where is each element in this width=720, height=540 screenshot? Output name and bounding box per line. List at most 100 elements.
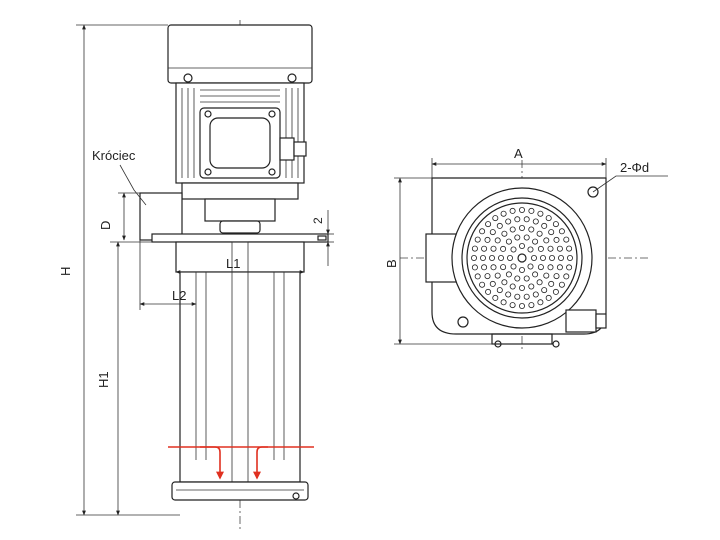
pump-column-top	[175, 241, 305, 273]
grille-hole	[501, 230, 508, 237]
grille-hole	[528, 207, 535, 214]
grille-hole	[505, 238, 512, 245]
grille-hole	[552, 288, 559, 295]
grille-hole	[519, 206, 526, 213]
grille-hole	[488, 254, 495, 261]
grille-hole	[541, 287, 548, 294]
grille-hole	[549, 254, 556, 261]
grille-hole	[563, 273, 570, 280]
mount-hole-icon	[457, 316, 469, 328]
grille-hole	[541, 222, 548, 229]
grille-hole	[536, 279, 543, 286]
grille-hole	[501, 279, 508, 286]
grille-hole	[494, 272, 501, 279]
grille-hole	[566, 245, 573, 252]
bolt-icon	[287, 73, 297, 83]
shaft-center-icon	[517, 253, 527, 263]
grille-hole	[531, 254, 538, 261]
mounting-plate	[151, 233, 329, 243]
grille-hole	[523, 234, 530, 241]
grille-hole	[528, 226, 535, 233]
grille-hole	[519, 242, 526, 249]
grille-hole	[547, 245, 554, 252]
dim-2-label: 2	[311, 217, 325, 224]
dim-H-label: H	[58, 267, 73, 276]
cable-gland	[279, 137, 295, 161]
mount-hole-icon	[587, 186, 599, 198]
grille-hole	[514, 275, 521, 282]
bolt-icon	[183, 73, 193, 83]
grille-hole	[537, 299, 544, 306]
grille-hole	[474, 273, 481, 280]
grille-hole	[492, 294, 499, 301]
grille-hole	[492, 215, 499, 222]
grille-hole	[481, 264, 488, 271]
grille-hole	[479, 228, 486, 235]
grille-hole	[505, 218, 512, 225]
grille-hole	[532, 218, 539, 225]
krociec-label: Króciec	[92, 148, 136, 163]
grille-hole	[485, 288, 492, 295]
grille-hole	[471, 264, 478, 271]
grille-hole	[519, 284, 526, 291]
grille-hole	[566, 264, 573, 271]
grille-hole	[556, 245, 563, 252]
grille-hole	[484, 236, 491, 243]
grille-hole	[556, 264, 563, 271]
dim-L1-label: L1	[226, 256, 240, 271]
grille-hole	[528, 283, 535, 290]
dim-holes-label: 2-Φd	[620, 160, 649, 175]
grille-hole	[494, 237, 501, 244]
grille-hole	[558, 254, 565, 261]
cooling-fins	[181, 88, 299, 178]
grille-hole	[519, 224, 526, 231]
grille-hole	[510, 263, 517, 270]
grille-hole	[548, 280, 555, 287]
grille-hole	[527, 263, 534, 270]
grille-hole	[514, 216, 521, 223]
grille-hole	[500, 245, 507, 252]
grille-hole	[489, 229, 496, 236]
fan-grille	[466, 202, 578, 314]
grille-hole	[479, 281, 486, 288]
grille-hole	[558, 228, 565, 235]
grille-hole	[490, 245, 497, 252]
grille-hole	[509, 283, 516, 290]
grille-hole	[474, 236, 481, 243]
grille-hole	[519, 302, 526, 309]
grille-hole	[500, 299, 507, 306]
grille-hole	[543, 272, 550, 279]
grille-hole	[523, 275, 530, 282]
grille-hole	[510, 246, 517, 253]
grille-hole	[470, 254, 477, 261]
grille-hole	[484, 273, 491, 280]
side-view: H H1 D 2 L1 L2 Króciec	[58, 20, 334, 530]
coupling-housing	[204, 198, 276, 222]
grille-hole	[567, 254, 574, 261]
fan-grille-holes	[470, 206, 574, 309]
top-cable-gland	[565, 309, 597, 333]
grille-hole	[514, 293, 521, 300]
grille-hole	[481, 245, 488, 252]
dim-A-label: A	[514, 146, 523, 161]
dim-B-label: B	[384, 259, 399, 268]
grille-hole	[563, 236, 570, 243]
grille-hole	[514, 234, 521, 241]
grille-hole	[497, 254, 504, 261]
grille-hole	[558, 281, 565, 288]
grille-hole	[496, 287, 503, 294]
discharge-outlet	[139, 192, 183, 241]
grille-hole	[532, 291, 539, 298]
top-view: A B 2-Φd	[384, 146, 668, 350]
grille-hole	[509, 226, 516, 233]
grille-hole	[500, 264, 507, 271]
grille-hole	[509, 302, 516, 309]
grille-hole	[537, 245, 544, 252]
grille-hole	[547, 264, 554, 271]
grille-hole	[545, 215, 552, 222]
krociec-leader	[119, 164, 147, 206]
inflow-arrows	[168, 446, 314, 480]
grille-hole	[519, 266, 526, 273]
motor-housing-outer	[451, 187, 593, 329]
